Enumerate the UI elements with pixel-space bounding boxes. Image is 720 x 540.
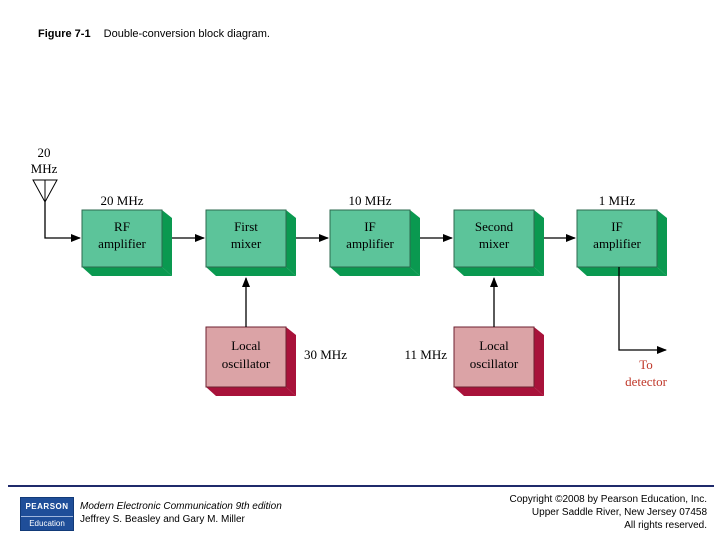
antenna-label-line1: 20 — [38, 145, 51, 160]
local-oscillator-1-line2: oscillator — [222, 356, 271, 371]
output-line2: detector — [625, 374, 668, 389]
book-info: Modern Electronic Communication 9th edit… — [80, 500, 282, 526]
if-amplifier-2-side — [657, 210, 667, 276]
second-mixer-bottom — [454, 267, 544, 276]
rf-amplifier-bottom — [82, 267, 172, 276]
freq-label-20mhz: 20 MHz — [101, 193, 144, 208]
book-title: Modern Electronic Communication 9th edit… — [80, 501, 282, 512]
book-authors: Jeffrey S. Beasley and Gary M. Miller — [80, 514, 245, 525]
if-amplifier-1-bottom — [330, 267, 420, 276]
local-oscillator-2-block: Local oscillator — [453, 326, 544, 396]
if-amplifier-2-face — [576, 209, 658, 268]
freq-label-10mhz: 10 MHz — [349, 193, 392, 208]
rf-amplifier-line1: RF — [114, 219, 130, 234]
if-amplifier-2-bottom — [577, 267, 667, 276]
first-mixer-face — [205, 209, 287, 268]
local-oscillator-2-face — [453, 326, 535, 388]
second-mixer-line2: mixer — [479, 236, 510, 251]
second-mixer-side — [534, 210, 544, 276]
second-mixer-line1: Second — [475, 219, 514, 234]
first-mixer-line1: First — [234, 219, 258, 234]
logo-line2: Education — [21, 516, 73, 528]
copyright-line2: Upper Saddle River, New Jersey 07458 — [531, 507, 707, 518]
antenna-label-line2: MHz — [31, 161, 58, 176]
local-oscillator-1-bottom — [206, 387, 296, 396]
rf-amplifier-block: RF amplifier — [81, 209, 172, 276]
rf-amplifier-side — [162, 210, 172, 276]
if-amplifier-1-line2: amplifier — [346, 236, 394, 251]
copyright-line3: All rights reserved. — [624, 520, 707, 531]
arrow-to-detector — [618, 267, 667, 354]
if-amplifier-1-side — [410, 210, 420, 276]
local-oscillator-1-block: Local oscillator — [205, 326, 296, 396]
second-mixer-face — [453, 209, 535, 268]
rf-amplifier-face — [81, 209, 163, 268]
if-amplifier-2-line2: amplifier — [593, 236, 641, 251]
first-mixer-block: First mixer — [205, 209, 296, 276]
pearson-logo: PEARSON Education — [20, 497, 74, 531]
copyright-notice: Copyright ©2008 by Pearson Education, In… — [510, 493, 708, 532]
if-amplifier-1-face — [329, 209, 411, 268]
lo1-freq-label: 30 MHz — [304, 347, 347, 362]
antenna-connector — [44, 202, 81, 242]
freq-label-1mhz: 1 MHz — [599, 193, 636, 208]
figure-title: Figure 7-1 Double-conversion block diagr… — [38, 28, 270, 40]
figure-caption: Double-conversion block diagram. — [103, 28, 270, 40]
if-amplifier-2-line1: IF — [611, 219, 623, 234]
local-oscillator-2-line2: oscillator — [470, 356, 519, 371]
local-oscillator-2-bottom — [454, 387, 544, 396]
copyright-line1: Copyright ©2008 by Pearson Education, In… — [509, 494, 708, 505]
local-oscillator-2-side — [534, 327, 544, 396]
local-oscillator-1-face — [205, 326, 287, 388]
logo-line1: PEARSON — [25, 502, 69, 511]
first-mixer-bottom — [206, 267, 296, 276]
output-line1: To — [639, 357, 653, 372]
if-amplifier-1-block: IF amplifier — [329, 209, 420, 276]
second-mixer-block: Second mixer — [453, 209, 544, 276]
first-mixer-line2: mixer — [231, 236, 262, 251]
local-oscillator-1-side — [286, 327, 296, 396]
lo2-freq-label: 11 MHz — [405, 347, 448, 362]
if-amplifier-1-line1: IF — [364, 219, 376, 234]
local-oscillator-1-line1: Local — [231, 338, 261, 353]
if-amplifier-2-block: IF amplifier — [576, 209, 667, 276]
rf-amplifier-line2: amplifier — [98, 236, 146, 251]
figure-number: Figure 7-1 — [38, 28, 91, 40]
first-mixer-side — [286, 210, 296, 276]
footer-divider — [8, 485, 714, 487]
antenna-icon — [32, 179, 58, 204]
local-oscillator-2-line1: Local — [479, 338, 509, 353]
